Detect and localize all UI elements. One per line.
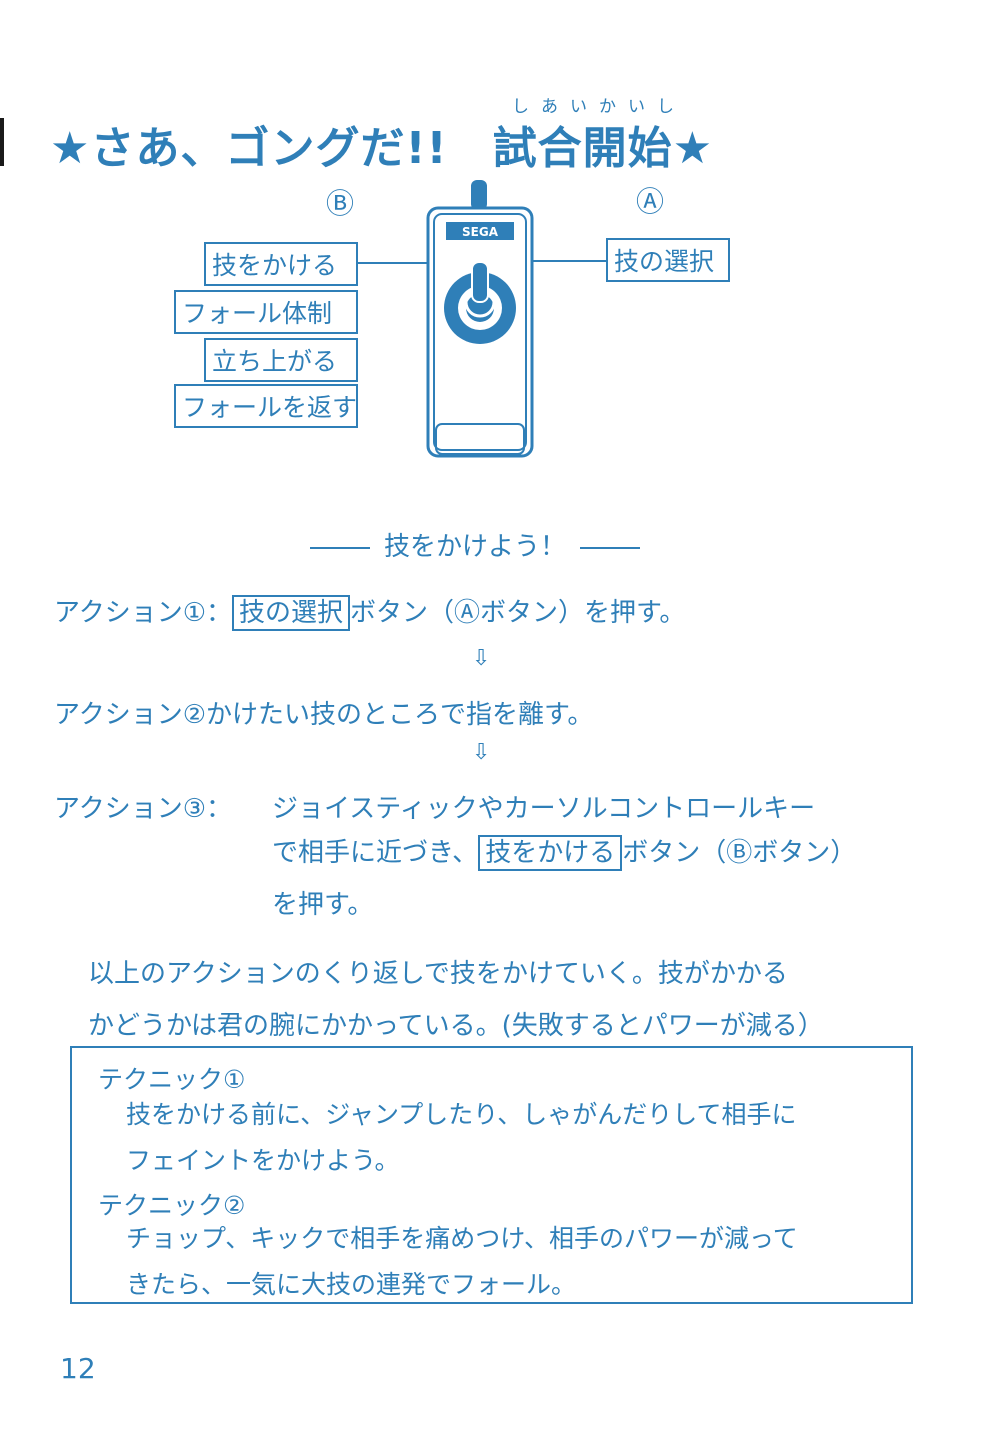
summary-line-1: 以上のアクションのくり返しで技をかけていく。技がかかる <box>88 959 788 989</box>
technique-2-line-1: チョップ、キックで相手を痛めつけ、相手のパワーが減って <box>126 1224 798 1253</box>
action-3-line1: ジョイスティックやカーソルコントロールキー <box>272 794 816 824</box>
joystick-stick <box>471 261 489 303</box>
controller-illustration: SEGA <box>426 180 534 458</box>
page-number: 12 <box>60 1352 96 1385</box>
b-button-label-3: フォールを返す <box>174 384 358 428</box>
b-button-label-2: 立ち上がる <box>204 338 358 382</box>
page-title: ★さあ、ゴングだ!! 試合開始★ <box>50 123 714 174</box>
controller-knob <box>471 180 487 210</box>
action-3-prefix: アクション③： <box>54 794 233 824</box>
action-1-prefix: アクション①： <box>54 598 233 628</box>
down-arrow-icon: ⇩ <box>472 740 491 765</box>
technique-2-line-2: きたら、一気に大技の連発でフォール。 <box>126 1270 577 1299</box>
controller-brand-plate <box>446 222 514 240</box>
technique-1-line-2: フェイントをかけよう。 <box>126 1146 400 1175</box>
label-a: Ⓐ <box>636 185 665 218</box>
technique-1-heading: テクニック① <box>98 1065 246 1094</box>
title-ruby: しあいかいし <box>512 97 686 117</box>
controller-body-inner <box>433 213 527 451</box>
summary-line-2: かどうかは君の腕にかかっている。(失敗するとパワーが減る） <box>88 1011 824 1041</box>
label-b: Ⓑ <box>326 187 355 220</box>
section-title-dash-right <box>580 546 641 549</box>
section-title-dash-left <box>310 546 370 549</box>
connector-b <box>358 262 428 264</box>
action-1: アクション①：技の選択ボタン（Ⓐボタン）を押す。 <box>54 592 685 631</box>
technique-1-line-1: 技をかける前に、ジャンプしたり、しゃがんだりして相手に <box>126 1100 797 1129</box>
action-3-line2-pre: で相手に近づき、 <box>272 838 479 868</box>
action-1-box: 技の選択 <box>232 595 351 631</box>
b-button-label-1: フォール体制 <box>174 290 358 334</box>
a-button-label: 技の選択 <box>606 238 730 282</box>
technique-1-text: 技をかける前に、ジャンプしたり、しゃがんだりして相手に フェイントをかけよう。 <box>126 1092 797 1184</box>
action-3-line2: で相手に近づき、技をかけるボタン（Ⓑボタン） <box>272 832 856 871</box>
section-title-text: 技をかけよう！ <box>384 532 567 562</box>
down-arrow-icon: ⇩ <box>472 646 491 671</box>
action-3-box: 技をかける <box>478 835 623 871</box>
action-2: アクション②かけたい技のところで指を離す。 <box>54 700 594 730</box>
page-edge-mark <box>0 118 4 166</box>
connector-a <box>532 260 606 262</box>
action-1-suffix: ボタン（Ⓐボタン）を押す。 <box>350 598 686 628</box>
technique-2-text: チョップ、キックで相手を痛めつけ、相手のパワーが減って きたら、一気に大技の連発… <box>126 1216 798 1308</box>
summary: 以上のアクションのくり返しで技をかけていく。技がかかる かどうかは君の腕にかかっ… <box>88 948 938 1052</box>
techniques-box: テクニック① 技をかける前に、ジャンプしたり、しゃがんだりして相手に フェイント… <box>70 1046 913 1304</box>
joystick-highlight <box>464 301 496 318</box>
technique-2-heading: テクニック② <box>98 1191 246 1220</box>
action-3-line2-post: ボタン（Ⓑボタン） <box>622 838 857 868</box>
b-button-label-0: 技をかける <box>204 242 358 286</box>
controller-base <box>435 423 525 455</box>
action-3-line3: を押す。 <box>272 890 374 920</box>
controller-brand: SEGA <box>462 225 499 239</box>
section-title: 技をかけよう！ <box>296 526 654 563</box>
